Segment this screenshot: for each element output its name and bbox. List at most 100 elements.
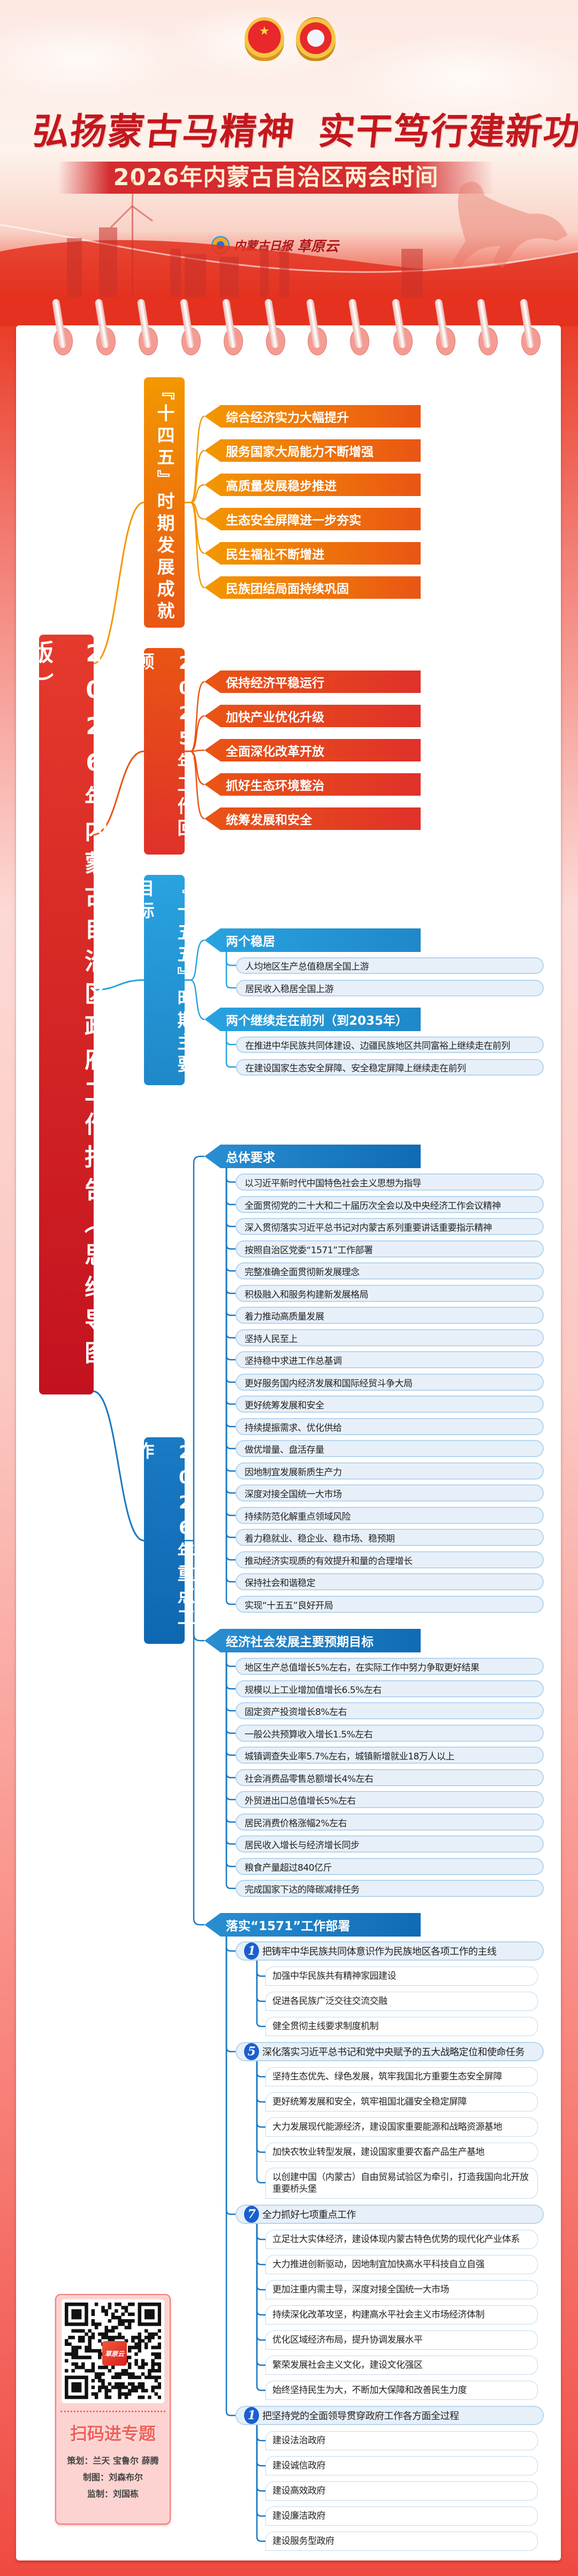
qr-module	[111, 2312, 115, 2316]
qr-module	[121, 2322, 125, 2326]
qr-module	[104, 2309, 108, 2313]
qr-module	[71, 2375, 75, 2380]
qr-module	[71, 2303, 75, 2306]
qr-module	[124, 2386, 128, 2389]
list-item: 按照自治区党委“1571”工作部署	[235, 1240, 544, 1257]
qr-module	[151, 2359, 155, 2363]
qr-module	[141, 2339, 145, 2343]
qr-module	[98, 2332, 102, 2336]
connector-line	[225, 1652, 235, 1823]
list-item: 持续提振需求、优化供给	[235, 1418, 544, 1435]
qr-module	[127, 2303, 132, 2306]
qr-module	[151, 2336, 155, 2339]
connector-line	[225, 1168, 235, 1294]
list-item: 规模以上工业增加值增长6.5%左右	[235, 1680, 544, 1697]
qr-module	[154, 2375, 158, 2380]
qr-module	[71, 2345, 75, 2350]
qr-module	[74, 2315, 79, 2320]
list-item: 因地制宜发展新质生产力	[235, 1462, 544, 1480]
qr-module	[91, 2386, 95, 2389]
qr-module	[118, 2315, 121, 2320]
qr-module	[154, 2332, 158, 2336]
qr-module	[65, 2369, 69, 2373]
qr-module	[81, 2356, 85, 2359]
qr-module	[65, 2315, 69, 2320]
qr-module	[144, 2389, 148, 2392]
branch-item: 保持经济平稳运行	[204, 670, 421, 693]
qr-module	[118, 2332, 121, 2336]
qr-module	[108, 2329, 112, 2333]
qr-module	[138, 2365, 142, 2369]
qr-module	[91, 2349, 95, 2353]
qr-module	[131, 2345, 135, 2350]
qr-module	[151, 2312, 155, 2316]
list-item: 持续深化改革攻坚，构建高水平社会主义市场经济体制	[265, 2305, 538, 2325]
connector-line	[225, 1937, 235, 2053]
scan-label: 扫码进专题	[70, 2423, 156, 2444]
qr-module	[88, 2345, 92, 2350]
list-item: 社会消费品零售总额增长4%左右	[235, 1769, 544, 1786]
connector-line	[93, 501, 144, 665]
group-heading: 两个继续走在前列（到2035年）	[204, 1008, 421, 1031]
national-emblem-icon: ★	[245, 17, 284, 61]
qr-module	[68, 2375, 72, 2380]
connector-line	[225, 1937, 235, 2215]
qr-module	[138, 2322, 142, 2326]
qr-module	[78, 2395, 82, 2399]
qr-module	[98, 2386, 102, 2389]
qr-module	[85, 2392, 88, 2396]
connector-line	[256, 2061, 265, 2103]
qr-module	[144, 2342, 148, 2346]
list-item: 促进各民族广泛交往交流交融	[265, 1992, 538, 2011]
qr-module	[138, 2332, 142, 2336]
connector-line	[225, 1168, 235, 1339]
qr-module	[118, 2392, 121, 2396]
group-heading: 落实“1571”工作部署	[204, 1913, 421, 1937]
qr-module	[74, 2322, 79, 2326]
subtitle-banner: 2026年内蒙古自治区两会时间	[58, 162, 494, 194]
qr-module	[71, 2362, 75, 2366]
qr-module	[121, 2319, 125, 2323]
qr-module	[115, 2375, 118, 2380]
list-item: 居民收入稳居全国上游	[236, 980, 544, 996]
list-item: 人均地区生产总值稳居全国上游	[236, 957, 544, 974]
qr-module	[65, 2303, 69, 2306]
qr-module	[78, 2315, 82, 2320]
qr-module	[134, 2352, 138, 2356]
qr-module	[78, 2365, 82, 2369]
qr-module	[118, 2336, 121, 2339]
connector-line	[256, 1961, 265, 2002]
qr-module	[118, 2322, 121, 2326]
qr-module	[157, 2345, 162, 2350]
qr-module	[65, 2306, 69, 2310]
qr-module	[151, 2362, 155, 2366]
connector-line	[256, 2425, 265, 2467]
qr-module	[104, 2336, 108, 2339]
qr-module	[151, 2386, 155, 2389]
qr-module	[144, 2329, 148, 2333]
qr-module	[148, 2372, 151, 2376]
qr-module	[151, 2322, 155, 2326]
qr-module	[108, 2306, 112, 2310]
qr-module	[157, 2352, 162, 2356]
qr-module	[144, 2309, 148, 2313]
branch-1-title: 『十四五』时期发展成就	[144, 377, 185, 628]
qr-module	[85, 2319, 88, 2323]
qr-module	[124, 2339, 128, 2343]
connector-line	[225, 1652, 235, 1667]
qr-module	[71, 2315, 75, 2320]
qr-module	[78, 2389, 82, 2392]
qr-module	[81, 2365, 85, 2369]
qr-module	[85, 2375, 88, 2380]
connector-line	[225, 1168, 235, 1494]
qr-code[interactable]: 草原云	[62, 2299, 164, 2403]
qr-module	[104, 2332, 108, 2336]
list-item: 立足壮大实体经济，建设体现内蒙古特色优势的现代化产业体系	[265, 2230, 538, 2249]
qr-module	[141, 2372, 145, 2376]
qr-module	[85, 2312, 88, 2316]
list-item: 居民收入增长与经济增长同步	[235, 1835, 544, 1853]
qr-module	[134, 2342, 138, 2346]
qr-module	[104, 2326, 108, 2329]
